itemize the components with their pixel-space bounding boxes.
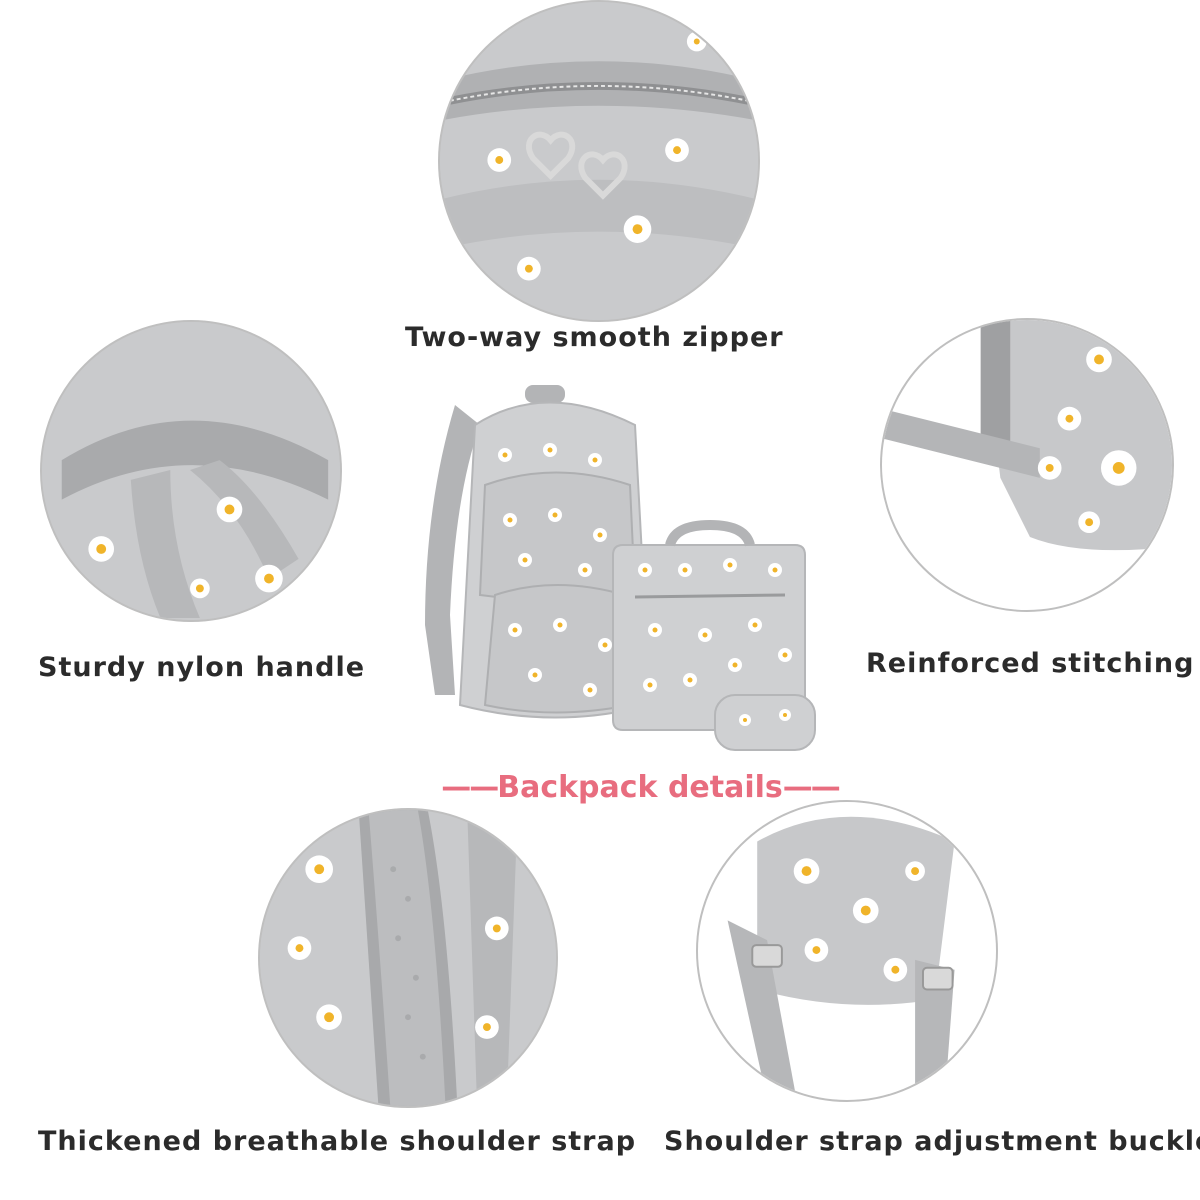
buckle-detail-image	[696, 800, 998, 1102]
stitching-detail-graphic	[882, 320, 1172, 610]
shoulder-strap-detail-image	[258, 808, 558, 1108]
zipper-detail-graphic	[440, 2, 758, 320]
buckle-caption: Shoulder strap adjustment buckle	[664, 1126, 1200, 1157]
shoulder-strap-detail-graphic	[260, 810, 556, 1106]
backpack-details-title: Backpack details	[497, 770, 783, 805]
handle-detail-graphic	[42, 322, 340, 620]
backpack-details-heading: ——Backpack details——	[430, 770, 850, 805]
right-decor-dash: ——	[782, 770, 841, 805]
zipper-detail-image	[438, 0, 760, 322]
left-decor-dash: ——	[441, 770, 499, 805]
stitching-caption: Reinforced stitching	[866, 648, 1195, 679]
shoulder-strap-caption: Thickened breathable shoulder strap	[38, 1126, 637, 1157]
backpack-set-image	[385, 385, 825, 765]
handle-caption: Sturdy nylon handle	[38, 652, 366, 683]
stitching-detail-image	[880, 318, 1174, 612]
buckle-detail-graphic	[698, 802, 996, 1100]
zipper-caption: Two-way smooth zipper	[405, 322, 784, 353]
handle-detail-image	[40, 320, 342, 622]
backpack-set-graphic	[425, 385, 816, 751]
